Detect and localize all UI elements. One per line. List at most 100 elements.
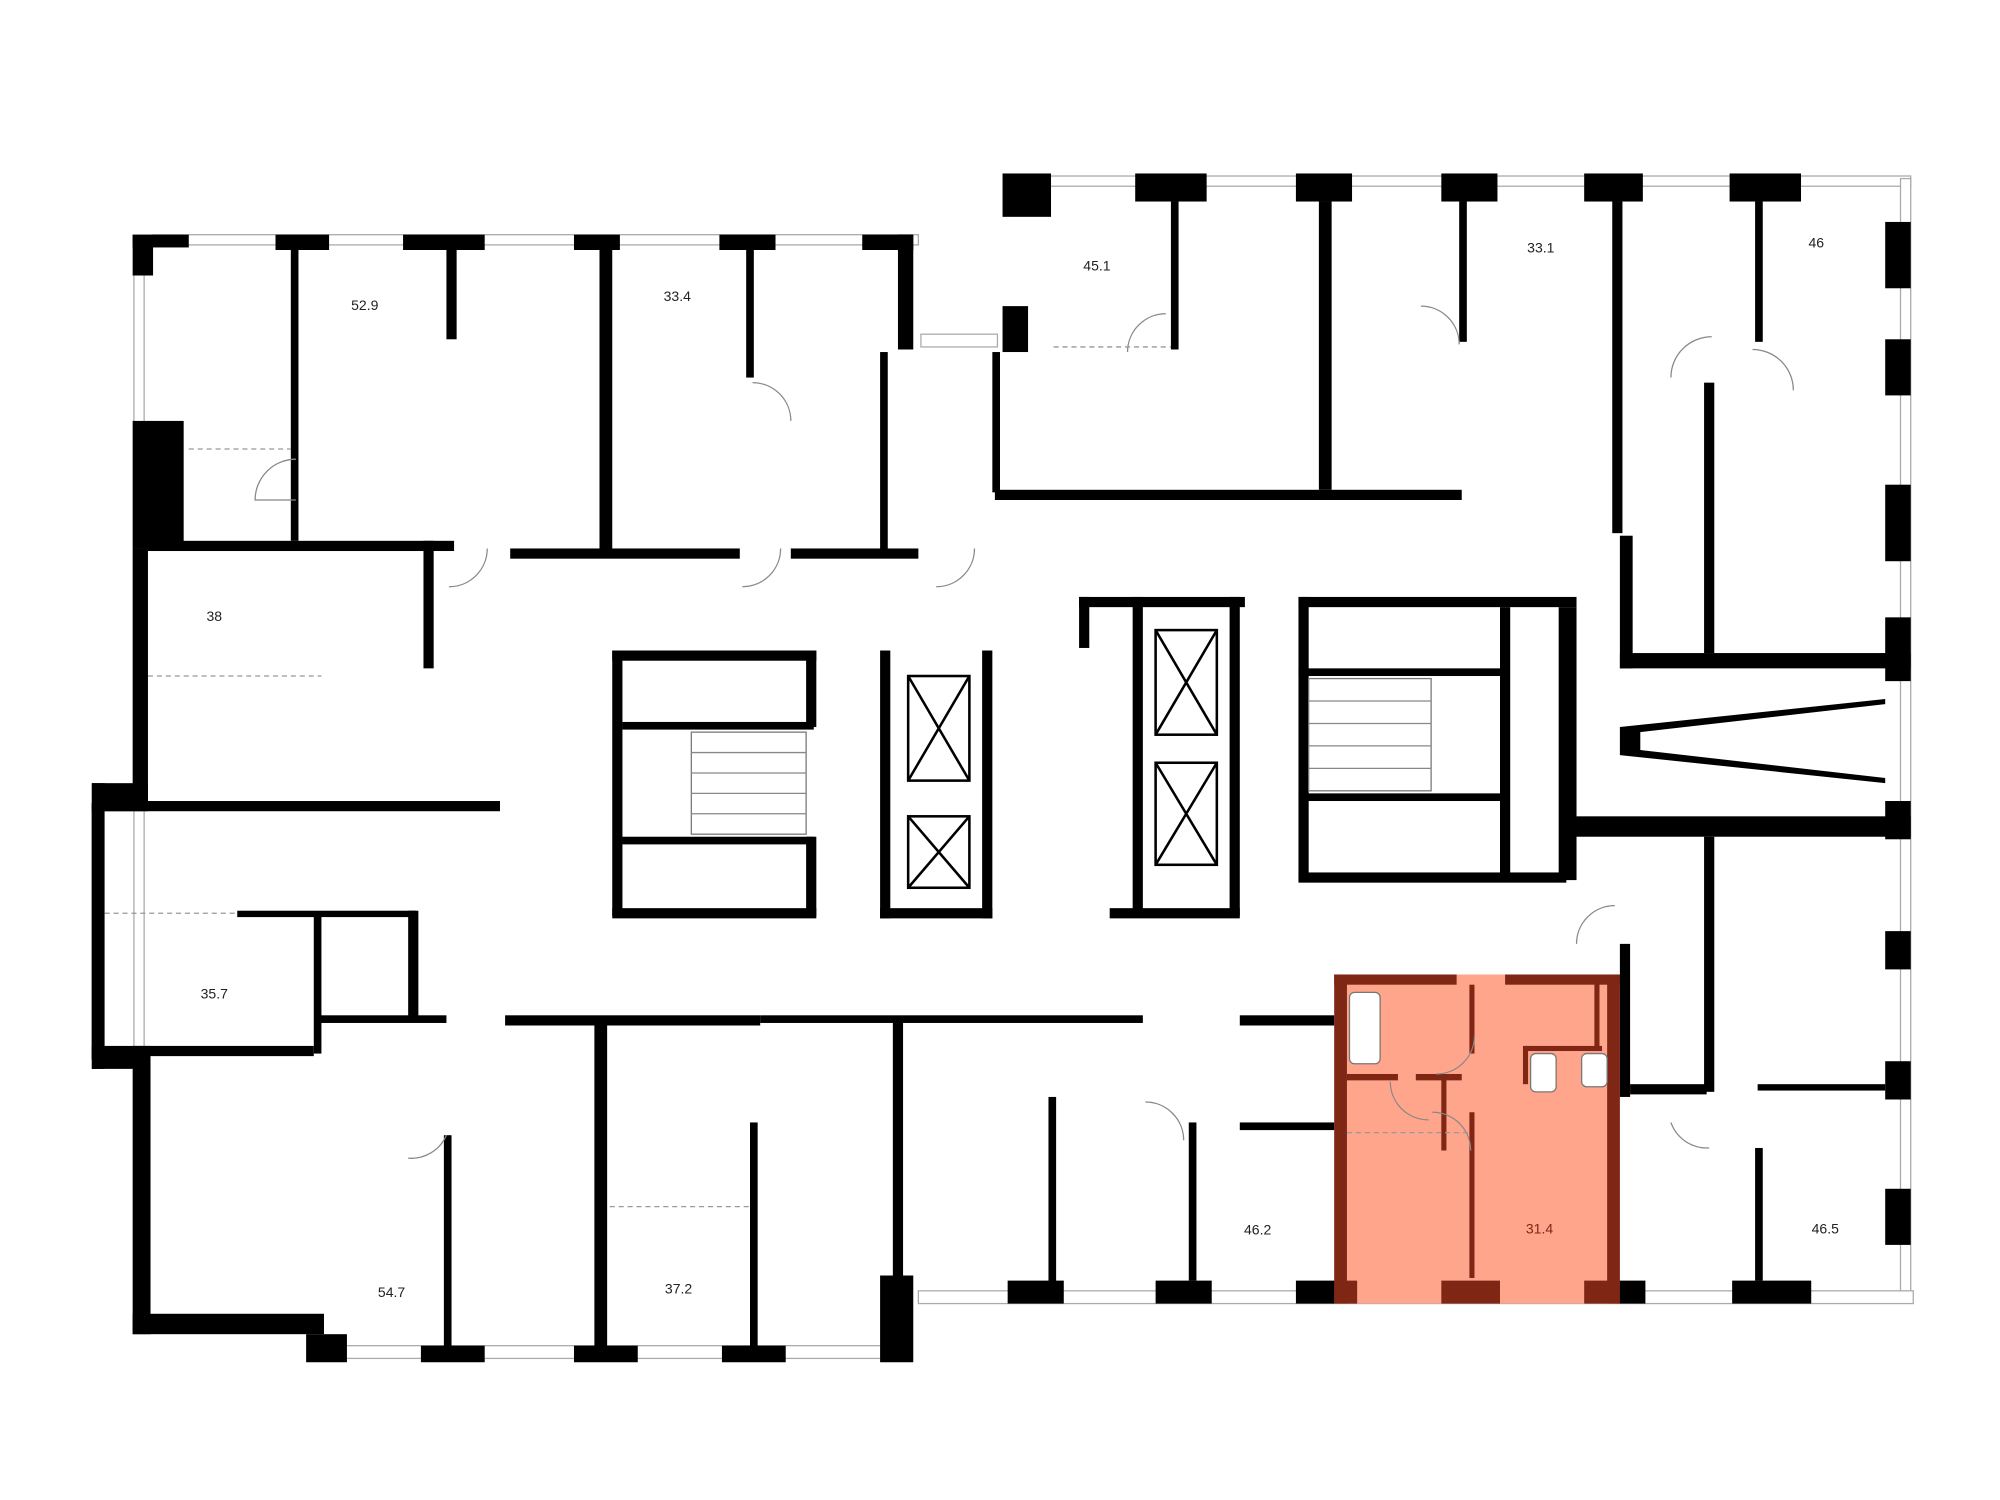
door-swing [1145,1101,1185,1141]
wall [599,250,613,552]
wall [806,650,817,728]
wall [1295,1280,1335,1304]
wall [1566,816,1911,837]
wall [1298,596,1577,608]
door-swing [1436,1035,1476,1075]
unit-area-label[interactable]: 37.2 [665,1280,692,1296]
wall [1612,201,1623,534]
unit-area-label[interactable]: 52.9 [351,297,378,313]
wall [104,801,501,812]
wall [1755,1147,1763,1281]
selected-apartment[interactable] [1334,974,1620,1304]
wall [1757,1084,1886,1091]
wall [1135,173,1207,202]
wall [1885,339,1911,396]
wall [880,650,891,919]
wall [1441,173,1498,202]
elevator-cabin [906,815,971,890]
door-swing [1432,1111,1472,1151]
elevator-cabin [1154,761,1219,867]
door-swing [408,1134,448,1159]
wall [880,1275,914,1363]
door-swing [448,548,488,588]
wall [612,650,817,661]
staircase [1308,677,1432,792]
wall [505,1015,761,1026]
wall [892,1020,904,1284]
wall [1132,596,1143,916]
wall [147,1045,314,1057]
wall [1048,1096,1057,1284]
wall [313,913,322,1054]
unit-area-label[interactable]: 38 [206,608,222,624]
wall [446,250,457,340]
selected-apartment-wall [1522,1045,1529,1085]
wall [132,1313,324,1335]
wall [1002,306,1029,353]
wall [1298,596,1309,881]
door-swing [1670,336,1712,378]
wall [1729,173,1802,202]
wall [132,420,184,549]
wall [612,908,817,919]
selected-unit-area-label[interactable]: 31.4 [1526,1220,1553,1236]
wall [1109,908,1240,919]
wall [994,489,1462,500]
wall [91,783,105,1069]
wall [1298,668,1503,677]
unit-area-label[interactable]: 54.7 [378,1284,405,1300]
unit-area-label[interactable]: 33.4 [664,288,691,304]
door-swing [1752,348,1795,391]
selected-apartment-wall [1469,1112,1475,1279]
stair-steps [691,751,807,815]
window [920,333,999,348]
wall [1732,1280,1812,1304]
selected-apartment-wall [1415,1073,1462,1081]
unit-area-label[interactable]: 35.7 [201,986,228,1002]
selected-apartment-wall [1469,984,1475,1054]
wall [992,352,1000,493]
unit-area-label[interactable]: 46.2 [1244,1222,1271,1238]
selected-apartment-wall [1334,974,1347,1304]
wall [1188,1122,1197,1281]
unit-area-label[interactable]: 33.1 [1527,240,1554,256]
unit-area-label[interactable]: 46.5 [1812,1220,1839,1236]
door-swing [254,458,296,501]
elevator-cross-icon [1154,629,1218,736]
fixture [1529,1052,1557,1093]
wall [132,1045,151,1335]
wall [408,910,419,1018]
wall [1229,596,1240,916]
walls [91,173,1911,1363]
wall [612,650,623,916]
window [152,234,920,246]
selected-apartment-wall [1441,1073,1447,1151]
wall [1704,382,1715,654]
wall [1584,173,1643,202]
elevator-cross-icon [907,815,971,889]
elevator-cross-icon [1154,762,1218,866]
wall [573,1345,638,1363]
unit-area-label[interactable]: 45.1 [1083,257,1110,273]
elevator-cabin [1154,628,1219,736]
wall [318,1015,447,1023]
staircase [690,731,807,835]
wall [880,352,888,552]
selected-apartment-wall [1334,974,1457,985]
wall [806,836,817,916]
door-swing [1126,313,1166,353]
wall [147,540,455,552]
selected-apartment-wall [1607,974,1620,1304]
wall [1239,1015,1335,1026]
unit-area-label[interactable]: 46 [1809,234,1825,250]
wall [1619,1280,1646,1304]
wall [1170,201,1179,350]
wall [1619,653,1911,669]
door-swing [1389,1081,1429,1121]
selected-apartment-wall [1441,1280,1500,1304]
wall [750,1122,758,1347]
selected-apartment-wall [1525,1045,1603,1052]
selected-apartment-wall [1505,974,1620,985]
wall [1155,1280,1212,1304]
